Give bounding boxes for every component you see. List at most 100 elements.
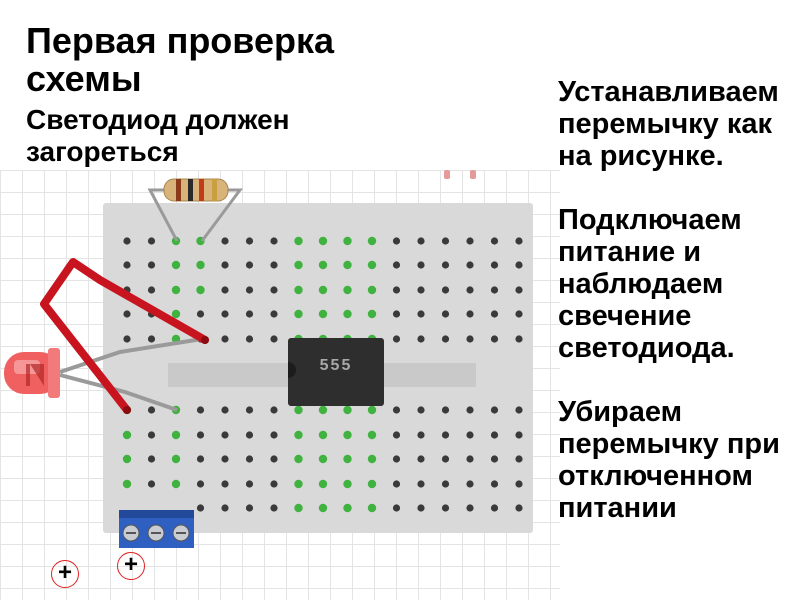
breadboard-hole [196,310,205,318]
chip-555: 555 [288,338,384,406]
breadboard-hole [515,455,523,463]
breadboard-hole [417,286,425,294]
breadboard-hole [221,237,229,245]
breadboard-hole [392,310,401,318]
connected-hole [343,236,352,246]
breadboard-hole [221,504,229,512]
breadboard-hole [123,261,131,269]
breadboard-hole [245,310,254,318]
breadboard-hole [196,431,205,439]
connected-hole [294,454,303,464]
connected-hole [318,503,328,513]
power-marker-right: + [117,552,145,580]
resistor [147,178,243,242]
breadboard-hole [490,455,499,463]
led-legs [59,337,203,412]
breadboard-hole [147,431,156,439]
breadboard-hole [221,406,229,414]
breadboard-hole [245,480,254,488]
connected-hole [171,260,181,270]
breadboard-hole [245,406,254,414]
connected-hole [294,260,303,270]
breadboard-hole [515,261,523,269]
connected-hole [343,479,352,489]
breadboard-hole [392,431,401,439]
breadboard-hole [392,504,401,512]
connected-hole [367,454,377,464]
connected-hole [343,405,352,415]
breadboard-hole [466,455,474,463]
connected-hole [196,260,205,270]
connected-hole [343,285,352,295]
breadboard-hole [270,261,278,269]
connected-hole [171,454,181,464]
breadboard-hole [441,310,450,318]
breadboard-hole [392,261,401,269]
breadboard-hole [417,261,425,269]
breadboard-hole [441,286,450,294]
circuit-illustration: 555 [4,170,533,548]
breadboard-hole [147,261,156,269]
instruction-step-1: Устанавливаем перемычку как на рисунке. [558,76,779,172]
connected-hole [294,236,303,246]
slide-subtitle: Светодиод должен загореться [26,104,290,167]
breadboard-hole [147,237,156,245]
connected-hole [294,430,303,440]
breadboard-hole [245,504,254,512]
breadboard-hole [392,237,401,245]
breadboard-hole [466,237,474,245]
breadboard-hole [123,237,131,245]
breadboard-hole [392,480,401,488]
connected-hole [122,454,132,464]
connected-hole [122,479,132,489]
breadboard-hole [123,335,131,343]
connected-hole [343,260,352,270]
connected-hole [367,503,377,513]
breadboard-hole [196,504,205,512]
connected-hole [318,236,328,246]
breadboard-hole [147,480,156,488]
breadboard-hole [515,406,523,414]
connected-hole [318,479,328,489]
breadboard-hole [441,431,450,439]
breadboard-hole [490,237,499,245]
breadboard-hole [392,335,401,343]
breadboard-hole [441,406,450,414]
connected-hole [294,285,303,295]
breadboard-hole [490,261,499,269]
breadboard-hole [441,480,450,488]
breadboard-hole [221,335,229,343]
breadboard-hole [245,261,254,269]
connected-hole [367,309,377,319]
connected-hole [343,430,352,440]
breadboard-hole [515,504,523,512]
connected-hole [367,430,377,440]
breadboard-hole [123,310,131,318]
connected-hole [343,503,352,513]
breadboard-hole [221,480,229,488]
connected-hole [294,479,303,489]
connected-hole [318,285,328,295]
breadboard-hole [196,406,205,414]
breadboard-hole [466,335,474,343]
breadboard-hole [466,480,474,488]
connected-hole [343,454,352,464]
breadboard-hole [245,237,254,245]
breadboard-hole [270,310,278,318]
breadboard-hole [466,261,474,269]
connected-hole [318,430,328,440]
connected-hole [367,285,377,295]
breadboard-hole [417,504,425,512]
connected-hole [318,405,328,415]
breadboard-hole [417,335,425,343]
instruction-step-2: Подключаем питание и наблюдаем свечение … [558,204,742,364]
breadboard-hole [441,335,450,343]
chip-label: 555 [320,357,353,374]
breadboard-hole [466,431,474,439]
breadboard-hole [490,504,499,512]
breadboard-hole [270,335,278,343]
connected-hole [343,309,352,319]
breadboard-hole [466,286,474,294]
breadboard-hole [490,406,499,414]
breadboard-hole [441,237,450,245]
